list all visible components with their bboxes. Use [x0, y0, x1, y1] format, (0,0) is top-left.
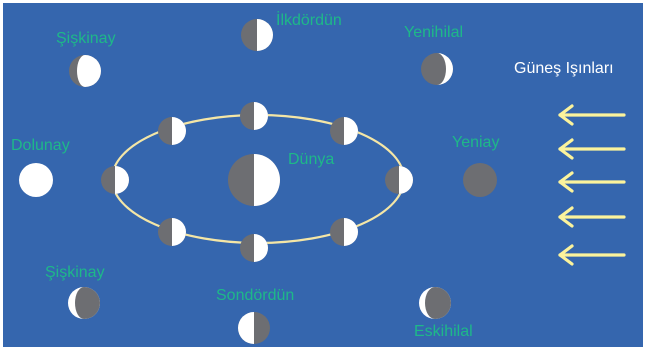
label-earth: Dünya [288, 151, 334, 169]
sun-ray-arrow [560, 140, 624, 158]
sun-ray-arrow [560, 208, 624, 226]
sun-ray-arrow [560, 246, 624, 264]
orbit-moon-right [385, 166, 413, 194]
label-first-quarter: İlkdördün [276, 12, 342, 30]
moon-phase-last-quarter [238, 312, 270, 344]
label-sun-rays: Güneş Işınları [514, 60, 614, 78]
label-waxing-crescent: Yenihilal [404, 24, 463, 42]
label-full-moon: Dolunay [11, 137, 70, 155]
moon-phase-first-quarter [241, 19, 273, 51]
orbit-moon-top [240, 102, 268, 130]
moon-phase-waxing-gibbous [69, 55, 101, 87]
label-last-quarter: Sondördün [216, 287, 294, 305]
sun-ray-arrow [560, 173, 624, 191]
orbit-moon-bottom-right [330, 218, 358, 246]
label-new-moon: Yeniay [452, 134, 499, 152]
label-waning-gibbous: Şişkinay [45, 264, 105, 282]
moon-phase-waxing-crescent [421, 53, 453, 85]
moon-phase-new [463, 163, 497, 197]
orbit-moon-top-left [158, 117, 186, 145]
orbit-moon-top-right [330, 117, 358, 145]
label-waning-crescent: Eskihilal [414, 323, 473, 341]
orbit-moon-bottom-left [158, 218, 186, 246]
orbit-moon-bottom [240, 234, 268, 262]
moon-phase-waning-gibbous [68, 287, 100, 319]
orbit-moon-left [101, 166, 129, 194]
label-waxing-gibbous: Şişkinay [56, 30, 116, 48]
moon-phase-waning-crescent [419, 287, 451, 319]
earth [228, 154, 280, 206]
moon-phase-full [19, 163, 53, 197]
sun-ray-arrow [560, 106, 624, 124]
